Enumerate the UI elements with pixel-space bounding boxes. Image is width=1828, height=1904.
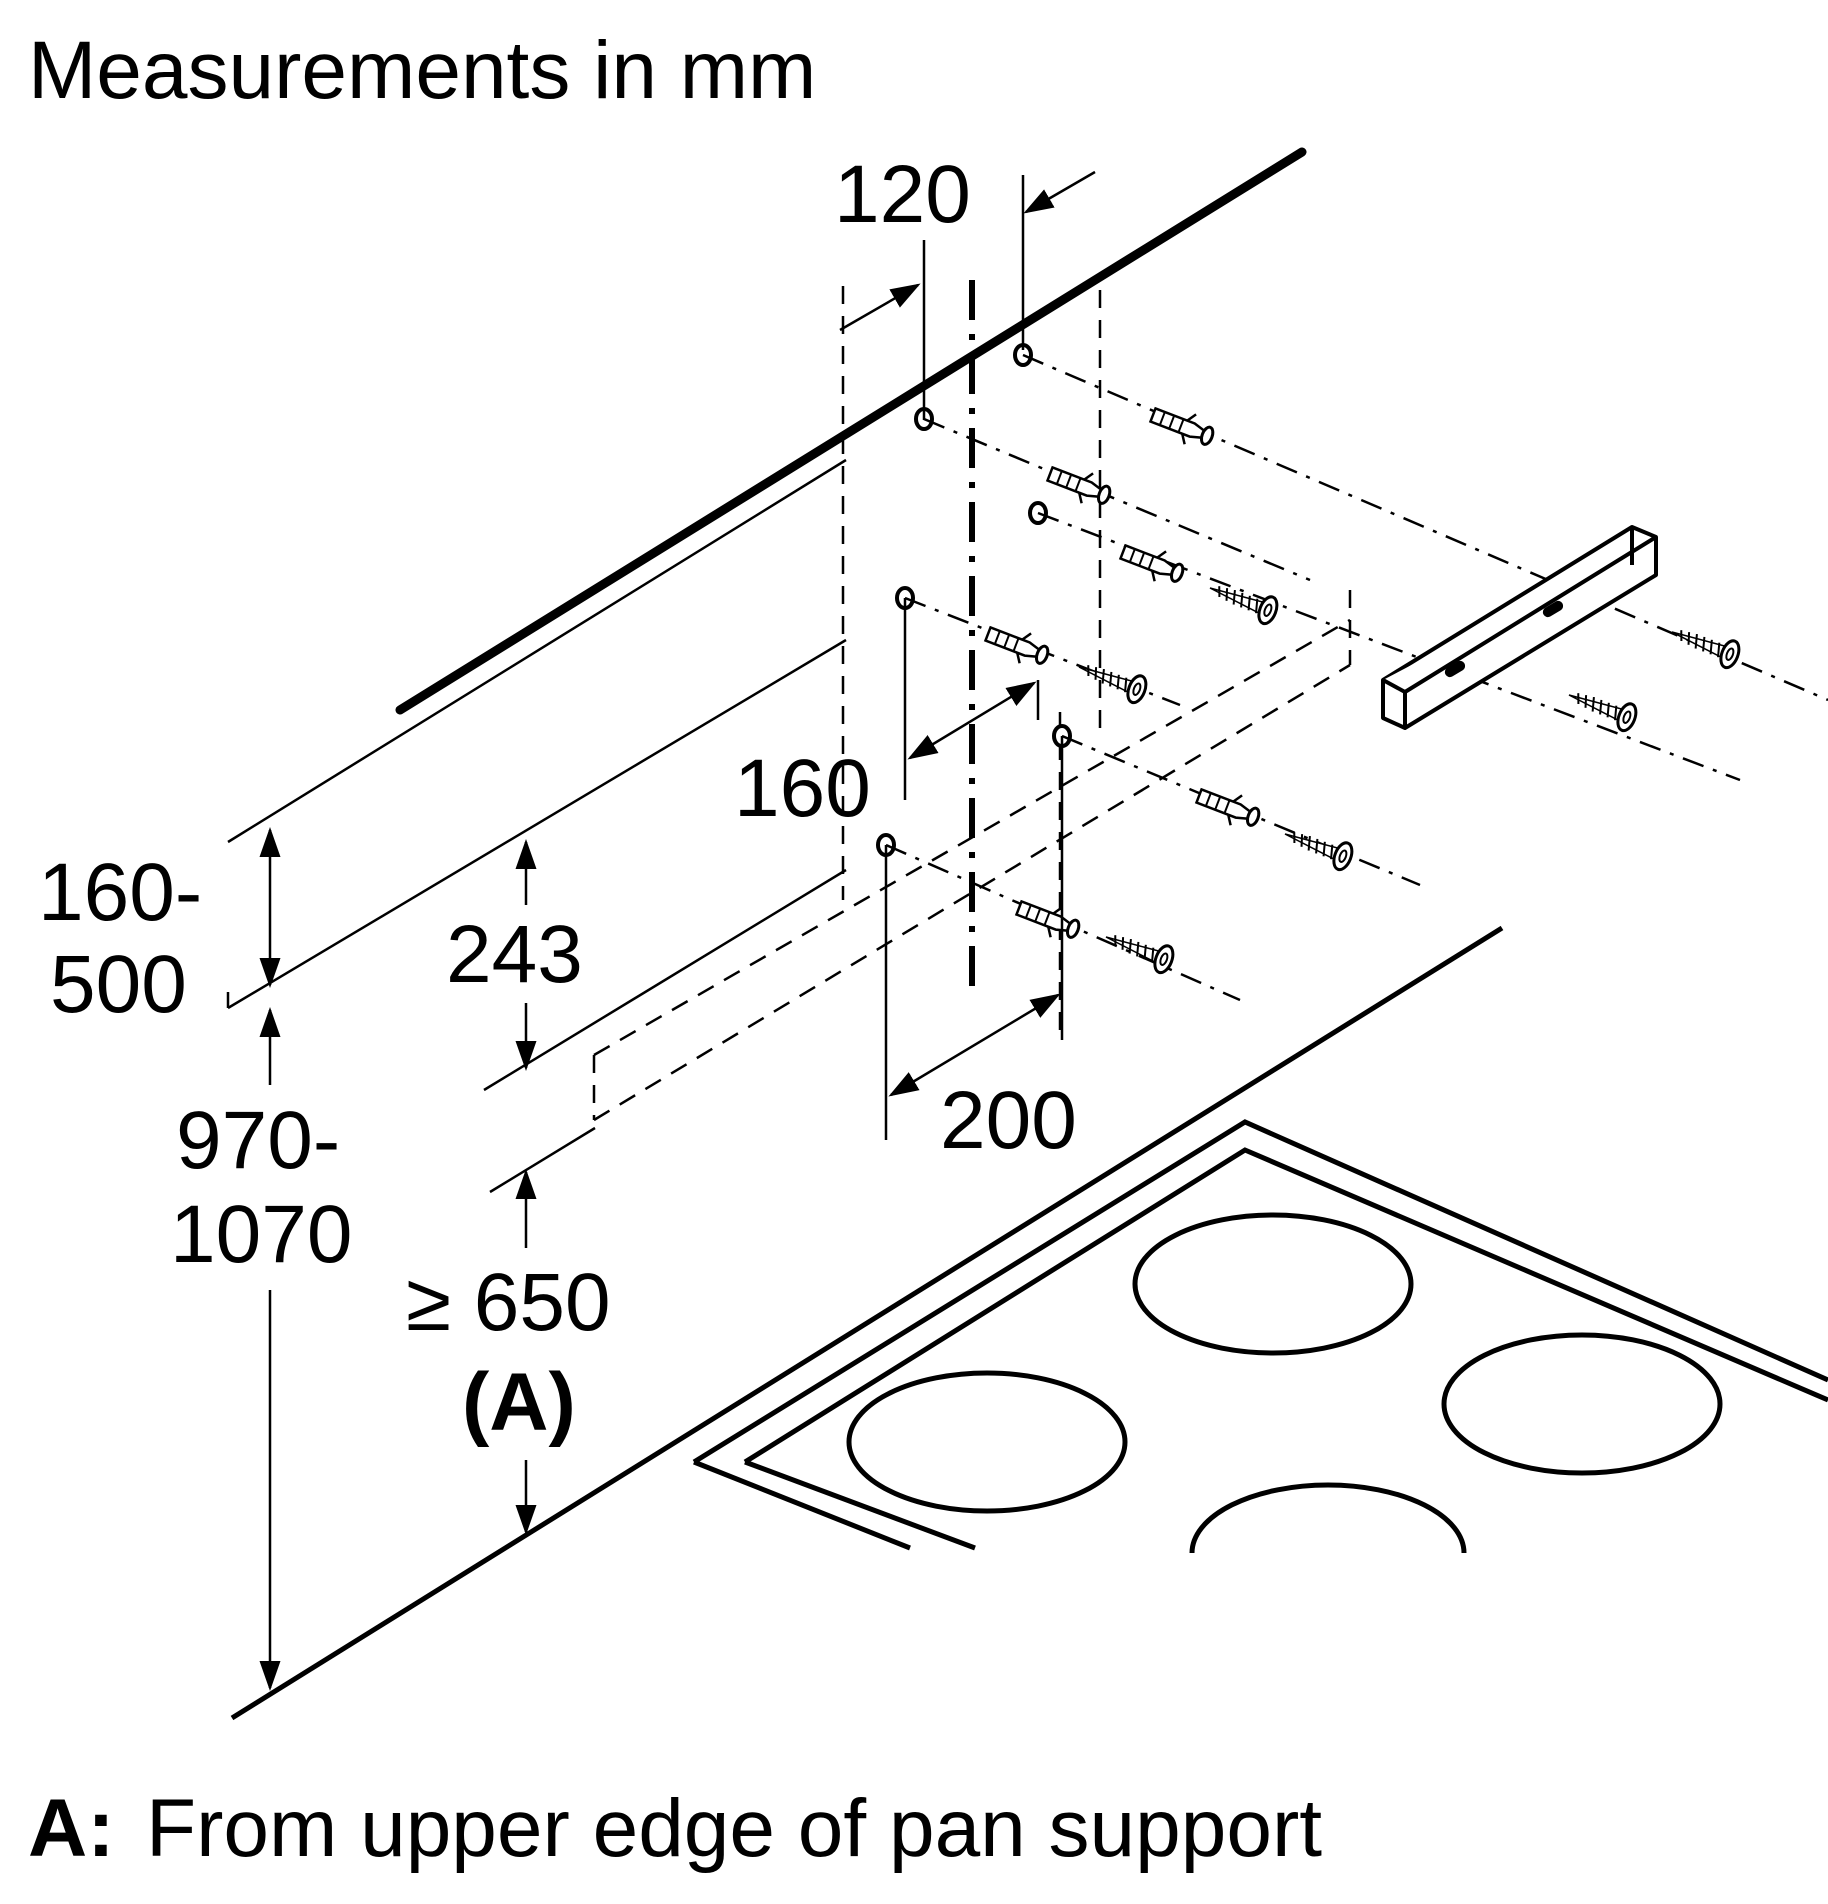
wall-plug-icon (1115, 535, 1190, 592)
drill-holes (876, 343, 1072, 857)
wall-plugs (980, 398, 1266, 948)
cooking-zone-icon (846, 1370, 1128, 1514)
screw-icon (1665, 617, 1744, 672)
dim-200 (884, 736, 1064, 1140)
wall-plug-icon (1042, 457, 1117, 514)
screw-icon (1278, 819, 1357, 874)
diagram-title: Measurements in mm (28, 25, 816, 116)
dim-160-label: 160 (734, 743, 871, 834)
hob (230, 925, 1828, 1721)
dim-970-1070-label-a: 970- (176, 1095, 340, 1186)
screw-icon (1072, 652, 1151, 707)
footnote-key: A: (28, 1783, 115, 1874)
dim-970-1070-label-b: 1070 (170, 1189, 352, 1280)
chimney-outline (226, 458, 847, 1194)
cooking-zone-icon (1132, 1212, 1414, 1356)
cooking-zone-icon (1189, 1482, 1467, 1554)
screws (1072, 573, 1744, 977)
dim-650-label: ≥ 650 (406, 1257, 611, 1348)
wall-plug-icon (1011, 891, 1086, 948)
wall-plug-icon (1145, 398, 1220, 455)
wall-plug-icon (980, 617, 1055, 674)
screw-icon (1099, 922, 1178, 977)
mounting-bracket (1381, 525, 1658, 730)
footnote-text: From upper edge of pan support (146, 1783, 1322, 1874)
screw-icon (1562, 680, 1641, 735)
dim-120-label: 120 (834, 149, 971, 240)
screw-icon (1203, 573, 1282, 628)
dim-160-500-label-b: 500 (50, 939, 187, 1030)
dim-650-ref-label: (A) (462, 1357, 576, 1448)
dim-120 (839, 170, 1096, 420)
cooking-zone-icon (1441, 1332, 1723, 1476)
dim-243-label: 243 (446, 909, 583, 1000)
wall-upper-edge (395, 147, 1307, 715)
dim-160 (903, 598, 1040, 800)
dim-160-500-label-a: 160- (38, 847, 202, 938)
dim-200-label: 200 (940, 1075, 1077, 1166)
wall-plug-icon (1191, 779, 1266, 836)
